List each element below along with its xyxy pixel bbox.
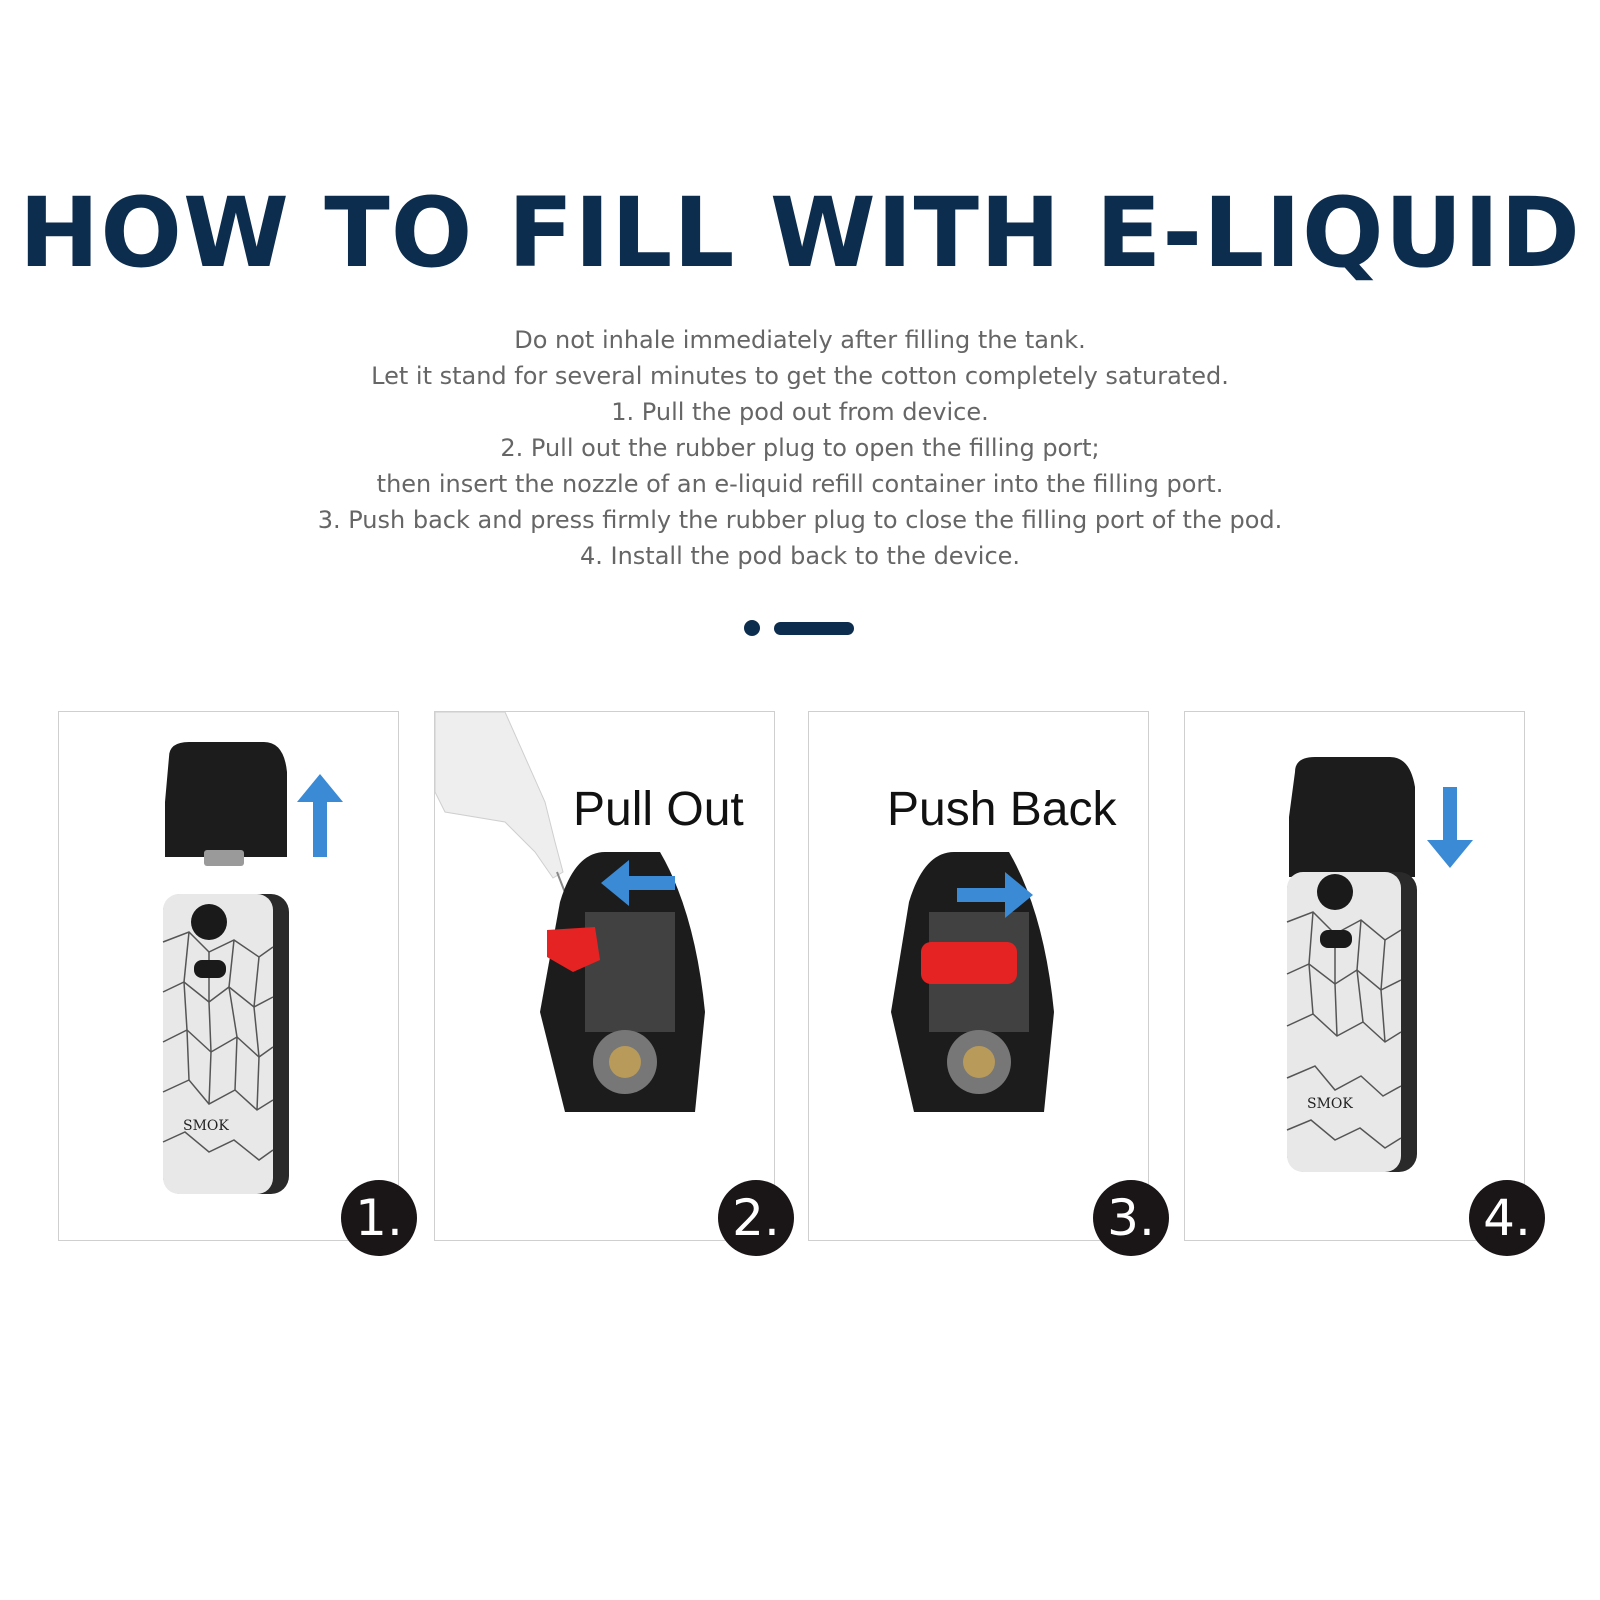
arrow-down-icon <box>1427 787 1473 868</box>
divider-bar <box>774 622 854 635</box>
instructions-text: Do not inhale immediately after filling … <box>0 322 1600 574</box>
step-4-illustration: SMOK <box>1286 757 1473 1172</box>
instruction-line: 3. Push back and press firmly the rubber… <box>317 506 1283 534</box>
instruction-line: Let it stand for several minutes to get … <box>371 362 1229 390</box>
step-2-panel: Pull Out <box>434 711 775 1241</box>
instruction-line: then insert the nozzle of an e-liquid re… <box>376 470 1224 498</box>
step-1-badge: 1. <box>341 1180 417 1256</box>
instruction-line: Do not inhale immediately after filling … <box>514 326 1086 354</box>
step-1-illustration: SMOK <box>162 742 343 1194</box>
instruction-line: 4. Install the pod back to the device. <box>579 542 1021 570</box>
arrow-up-icon <box>297 774 343 857</box>
section-divider <box>744 620 864 638</box>
arrow-right-icon <box>957 872 1033 918</box>
arrow-left-icon <box>601 860 675 906</box>
step-4-badge: 4. <box>1469 1180 1545 1256</box>
instruction-line: 1. Pull the pod out from device. <box>611 398 989 426</box>
step-2-illustration <box>435 712 705 1112</box>
page-title: HOW TO FILL WITH E-LIQUID <box>19 177 1581 289</box>
step-2-badge: 2. <box>718 1180 794 1256</box>
step-3-illustration <box>891 852 1054 1112</box>
step-2-caption: Pull Out <box>573 783 744 836</box>
step-3-caption: Push Back <box>887 783 1117 836</box>
step-4-panel: SMOK <box>1184 711 1525 1241</box>
step-1-panel: SMOK <box>58 711 399 1241</box>
brand-logo: SMOK <box>183 1118 229 1134</box>
instruction-line: 2. Pull out the rubber plug to open the … <box>500 434 1100 462</box>
divider-dot <box>744 620 760 636</box>
step-3-panel: Push Back <box>808 711 1149 1241</box>
brand-logo: SMOK <box>1307 1096 1353 1112</box>
step-3-badge: 3. <box>1093 1180 1169 1256</box>
